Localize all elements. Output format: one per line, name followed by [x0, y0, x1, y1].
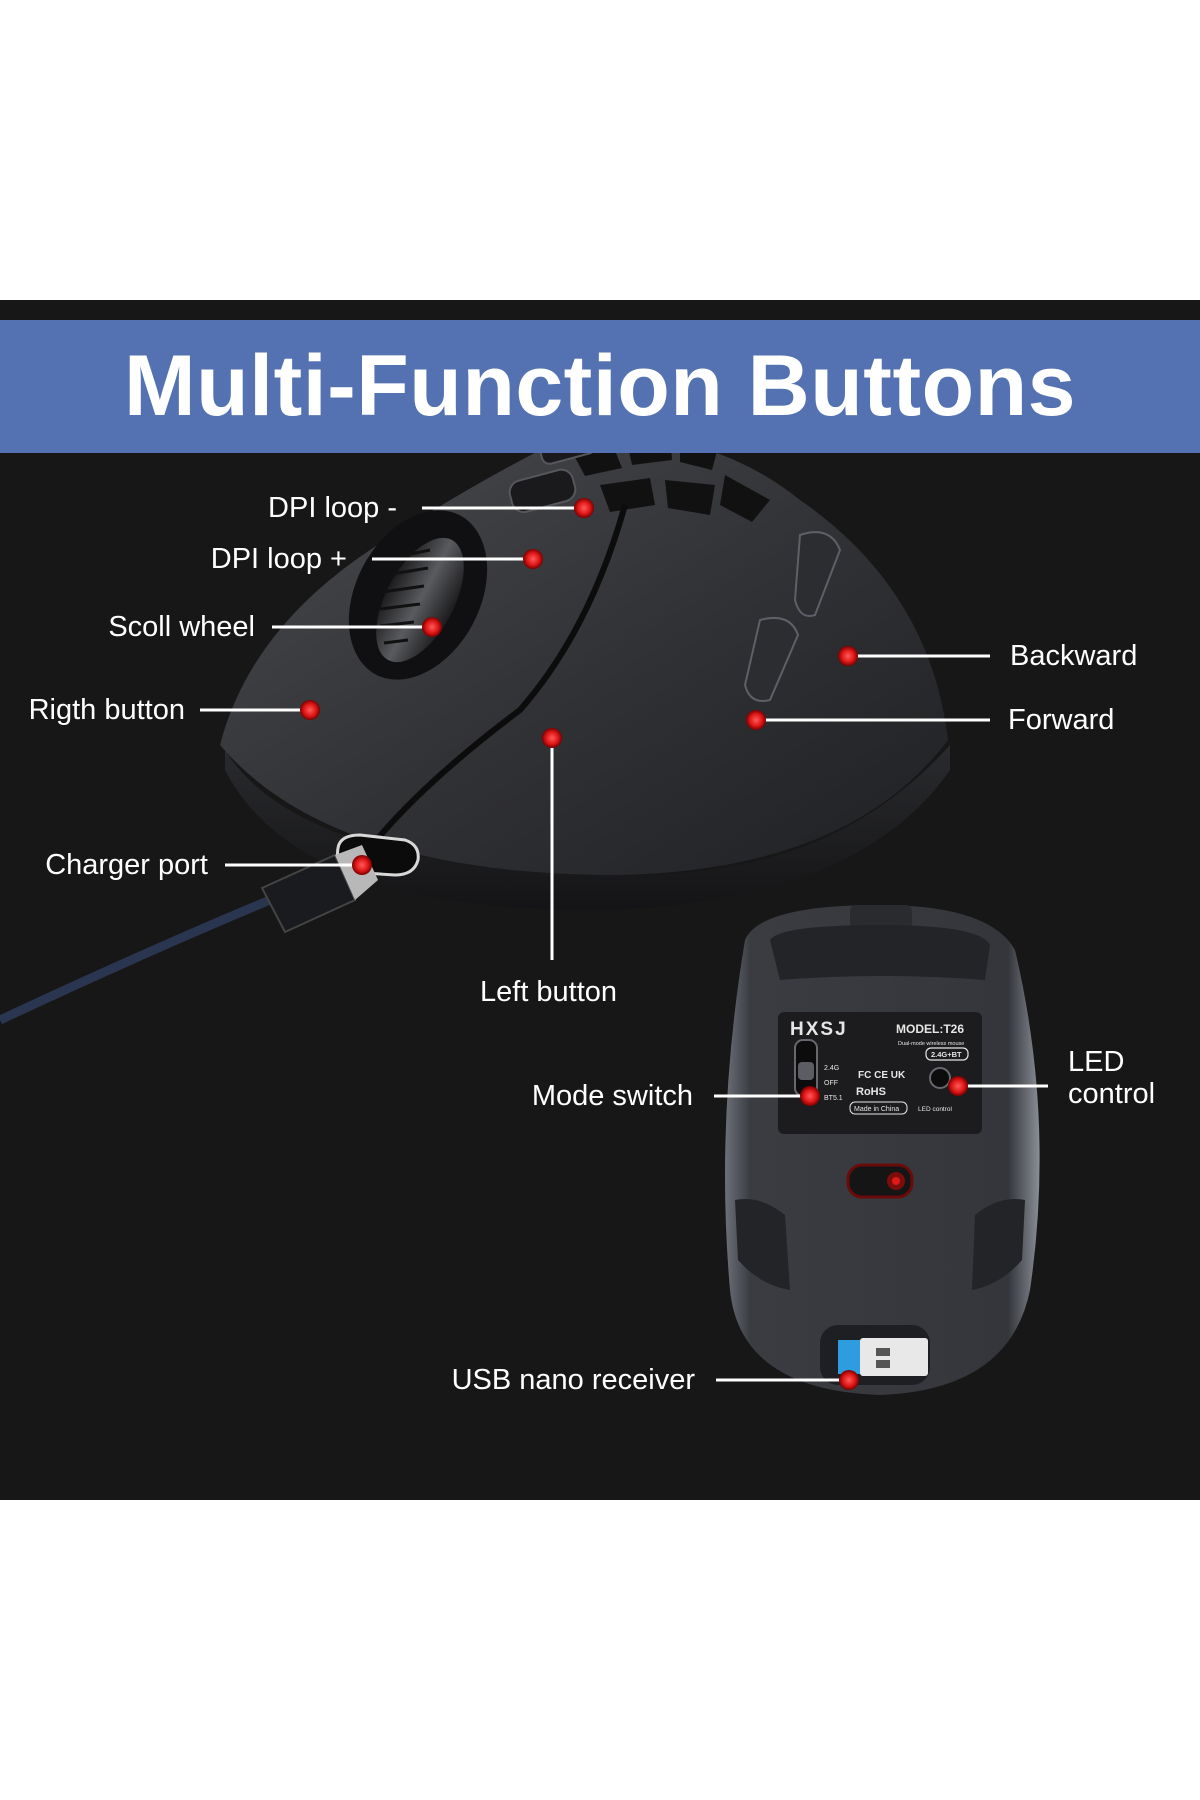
label-forward: Forward [1008, 704, 1115, 736]
title-banner: Multi-Function Buttons [0, 320, 1200, 453]
sticker-rohs: RoHS [856, 1086, 886, 1098]
marker-led-control [948, 1076, 968, 1096]
label-usb-receiver: USB nano receiver [451, 1364, 695, 1396]
usb-receiver [838, 1340, 860, 1374]
label-dpi-plus: DPI loop + [210, 543, 347, 575]
switch-label-off: OFF [824, 1080, 838, 1087]
sticker-cert-marks: FC CE UK [858, 1070, 906, 1081]
sticker-brand: HXSJ [790, 1019, 848, 1040]
label-dpi-minus: DPI loop - [268, 492, 397, 524]
marker-scroll-wheel [422, 617, 442, 637]
marker-mode-switch [800, 1086, 820, 1106]
marker-left-button [542, 728, 562, 748]
sticker-led-label: LED control [918, 1106, 953, 1113]
marker-charger-port [352, 855, 372, 875]
label-scroll-wheel: Scoll wheel [108, 611, 255, 643]
page-title: Multi-Function Buttons [124, 338, 1076, 434]
marker-usb-receiver [839, 1370, 859, 1390]
marker-dpi-plus [523, 549, 543, 569]
sticker-badge: 2.4G+BT [931, 1050, 962, 1059]
sticker-text: HXSJ MODEL:T26 Dual-mode wireless mouse … [790, 1019, 969, 1115]
label-charger-port: Charger port [45, 849, 208, 881]
dpi-plus-button [508, 468, 577, 514]
marker-right-button [300, 700, 320, 720]
product-panel: HXSJ MODEL:T26 Dual-mode wireless mouse … [0, 300, 1200, 1500]
led-control-button [929, 1067, 951, 1089]
label-mode-switch: Mode switch [531, 1080, 693, 1112]
info-sticker [778, 1012, 982, 1134]
sticker-subtitle: Dual-mode wireless mouse [898, 1041, 964, 1047]
callout-lines [200, 506, 1048, 1382]
forward-side-button [743, 616, 800, 702]
sticker-model: MODEL:T26 [896, 1022, 964, 1036]
usb-cable [0, 895, 272, 1025]
scroll-wheel [376, 537, 464, 663]
label-left-button: Left button [480, 976, 618, 1008]
wheel-tab [850, 905, 912, 929]
switch-label-24g: 2.4G [824, 1065, 839, 1072]
label-led-control-line2: control [1068, 1078, 1156, 1110]
switch-label-bt: BT5.1 [824, 1095, 843, 1102]
label-right-button: Rigth button [28, 694, 185, 726]
marker-dpi-minus [574, 498, 594, 518]
backward-side-button [793, 531, 842, 617]
sticker-origin: Made in China [854, 1106, 899, 1113]
label-backward: Backward [1010, 640, 1138, 672]
label-led-control-line1: LED [1068, 1046, 1125, 1078]
mouse-bottom-view [725, 905, 1040, 1395]
mouse-illustration: HXSJ MODEL:T26 Dual-mode wireless mouse … [0, 428, 1048, 1395]
marker-forward [746, 710, 766, 730]
callout-markers [300, 498, 968, 1390]
marker-backward [838, 646, 858, 666]
